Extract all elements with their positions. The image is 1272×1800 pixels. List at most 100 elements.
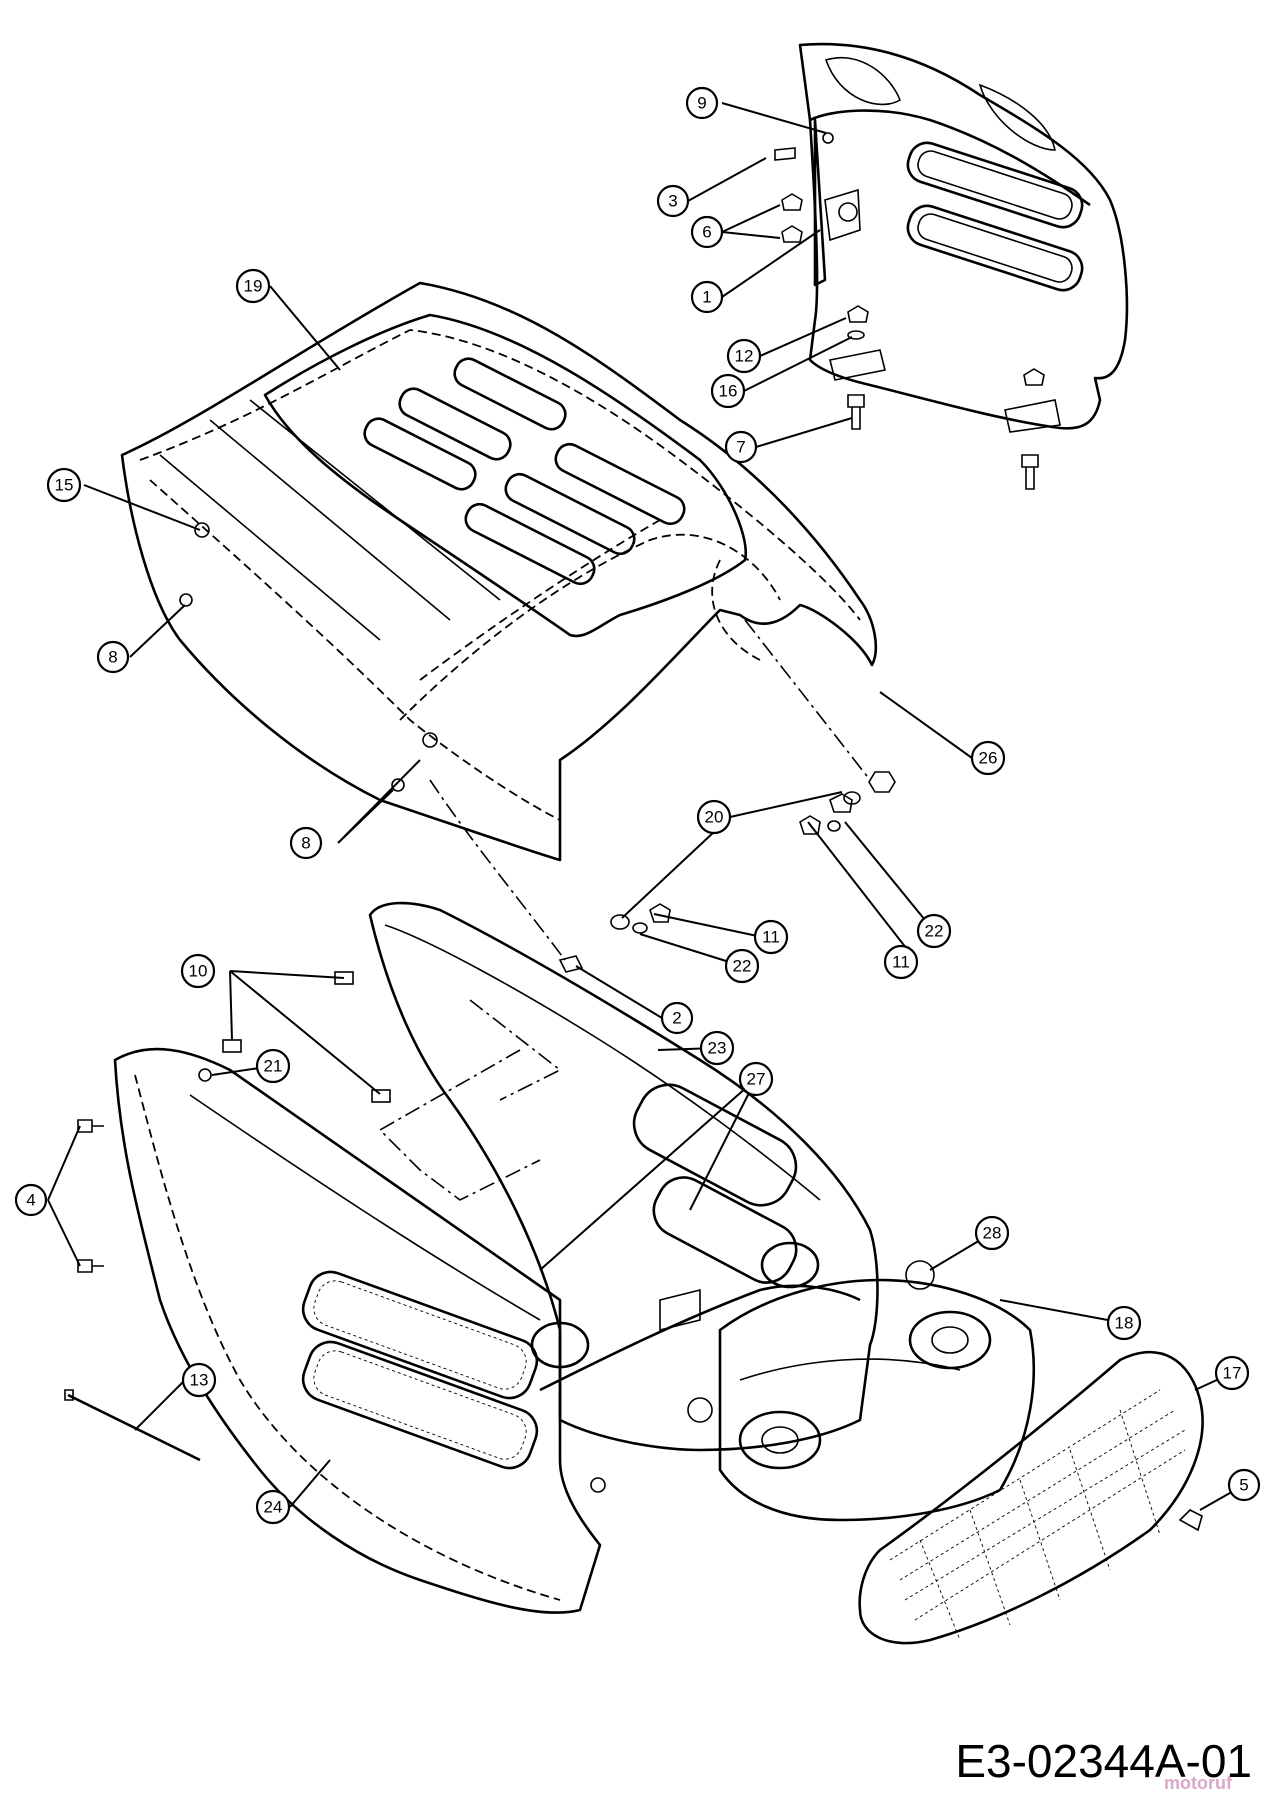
callout-7: 7 <box>724 430 758 464</box>
watermark-logo: motoruf <box>1164 1773 1232 1793</box>
nut-icon <box>829 793 853 813</box>
headlight-icon <box>760 1241 820 1289</box>
svg-text:9: 9 <box>697 94 706 113</box>
nut-icon <box>781 193 803 211</box>
misc-fasteners <box>64 971 606 1493</box>
nut-icon <box>1023 368 1045 386</box>
fastener-icon <box>905 1260 935 1290</box>
fastener-icon <box>67 1393 201 1462</box>
svg-text:28: 28 <box>983 1224 1002 1243</box>
grille-insert <box>858 1350 1204 1645</box>
svg-text:20: 20 <box>705 808 724 827</box>
bolt-icon <box>1021 454 1039 490</box>
callout-6: 6 <box>690 215 724 249</box>
svg-text:22: 22 <box>733 957 752 976</box>
dash-panel <box>368 901 879 1452</box>
fastener-icon <box>1178 1509 1203 1532</box>
fastener-icon <box>77 1119 104 1133</box>
svg-text:12: 12 <box>735 347 754 366</box>
svg-text:13: 13 <box>190 1371 209 1390</box>
fastener-icon <box>774 147 796 161</box>
svg-text:16: 16 <box>719 382 738 401</box>
headlight-icon <box>908 1310 992 1370</box>
callout-17: 17 <box>1214 1355 1250 1391</box>
leader-lines <box>47 102 1245 1511</box>
callout-8a: 8 <box>96 640 130 674</box>
clip-icon <box>558 955 584 973</box>
clip-icon <box>222 1039 242 1053</box>
clip-icon <box>659 1288 701 1332</box>
callout-23: 23 <box>699 1030 735 1066</box>
callout-8b: 8 <box>289 826 323 860</box>
washer-icon <box>610 914 630 930</box>
callout-13: 13 <box>181 1362 217 1398</box>
callout-10: 10 <box>180 953 216 989</box>
clip-icon <box>422 732 438 748</box>
bolt-icon <box>838 202 858 222</box>
hood-fasteners <box>179 522 896 973</box>
callout-5: 5 <box>1227 1468 1261 1502</box>
svg-text:22: 22 <box>925 922 944 941</box>
side-panel <box>113 1047 602 1614</box>
headlight-icon <box>738 1410 822 1470</box>
callout-28: 28 <box>974 1215 1010 1251</box>
svg-text:24: 24 <box>264 1498 283 1517</box>
washer-icon <box>847 330 865 340</box>
washer-icon <box>843 791 861 805</box>
callout-9: 9 <box>685 86 719 120</box>
svg-text:11: 11 <box>892 953 910 972</box>
callout-3: 3 <box>656 184 690 218</box>
svg-text:26: 26 <box>979 749 998 768</box>
callout-2: 2 <box>660 1001 694 1035</box>
svg-text:15: 15 <box>55 476 74 495</box>
svg-text:11: 11 <box>762 928 780 947</box>
callout-15: 15 <box>46 467 82 503</box>
callout-11b: 11 <box>753 919 789 955</box>
callout-27: 27 <box>738 1061 774 1097</box>
callout-22a: 22 <box>916 913 952 949</box>
callout-18: 18 <box>1106 1305 1142 1341</box>
clip-icon <box>194 522 210 538</box>
callout-20: 20 <box>696 799 732 835</box>
svg-text:7: 7 <box>736 438 745 457</box>
hood <box>120 281 878 862</box>
svg-text:27: 27 <box>747 1070 766 1089</box>
svg-text:6: 6 <box>702 223 711 242</box>
callout-24: 24 <box>255 1489 291 1525</box>
svg-text:21: 21 <box>264 1057 283 1076</box>
nut-icon <box>847 305 869 323</box>
washer-icon <box>827 820 841 832</box>
svg-text:5: 5 <box>1239 1476 1248 1495</box>
svg-text:8: 8 <box>108 648 117 667</box>
callout-16: 16 <box>710 373 746 409</box>
drawing-number: E3-02344A-01 <box>955 1735 1252 1787</box>
fastener-icon <box>179 593 193 607</box>
svg-text:1: 1 <box>702 288 711 307</box>
grille-panel <box>798 42 1129 433</box>
svg-text:19: 19 <box>244 277 263 296</box>
svg-text:2: 2 <box>672 1009 681 1028</box>
svg-text:18: 18 <box>1115 1314 1134 1333</box>
headlight-icon <box>530 1321 590 1369</box>
svg-text:10: 10 <box>189 962 208 981</box>
fastener-icon <box>590 1477 606 1493</box>
svg-text:23: 23 <box>708 1039 727 1058</box>
fastener-icon <box>391 778 405 792</box>
clip-icon <box>198 1068 212 1082</box>
callout-4: 4 <box>14 1183 48 1217</box>
fastener-icon <box>687 1397 713 1423</box>
callout-21: 21 <box>255 1048 291 1084</box>
svg-text:3: 3 <box>668 192 677 211</box>
callout-12: 12 <box>726 338 762 374</box>
svg-text:8: 8 <box>301 834 310 853</box>
nut-icon <box>781 225 803 243</box>
front-grille <box>530 1241 1035 1522</box>
washer-icon <box>632 922 648 934</box>
nut-icon <box>868 771 896 793</box>
callout-11a: 11 <box>883 944 919 980</box>
svg-text:4: 4 <box>26 1191 35 1210</box>
nut-icon <box>822 132 834 144</box>
callout-19: 19 <box>235 268 271 304</box>
nut-icon <box>649 903 671 923</box>
